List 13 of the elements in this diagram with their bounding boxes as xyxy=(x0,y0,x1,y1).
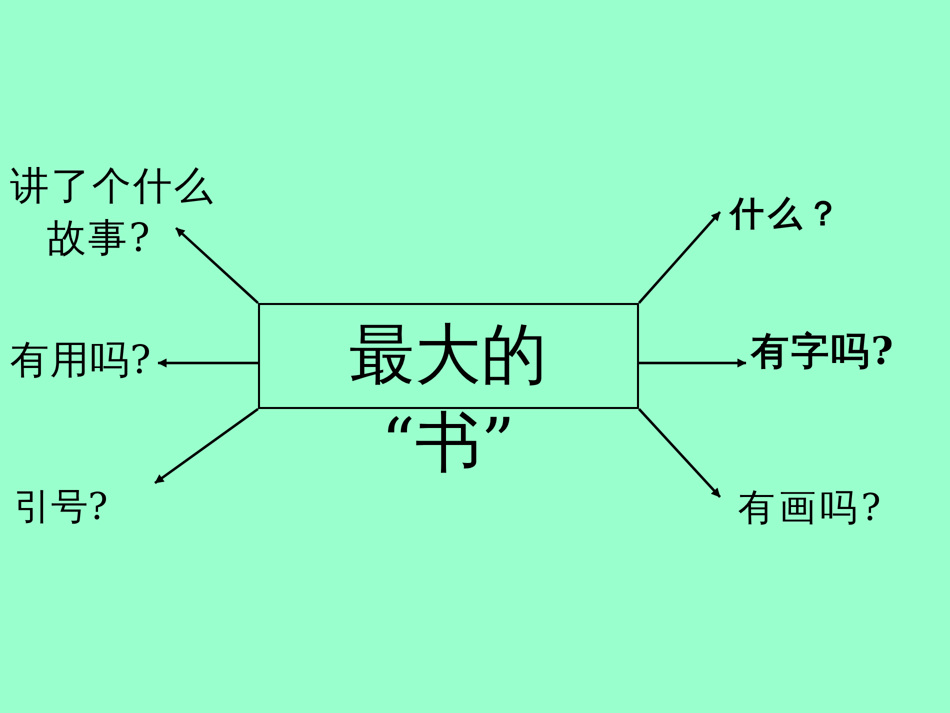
arrow xyxy=(154,408,259,484)
question-text: 有字吗? xyxy=(751,328,896,374)
question-text: 引号? xyxy=(14,484,108,530)
arrow xyxy=(175,227,259,304)
arrow xyxy=(639,358,746,368)
arrow xyxy=(638,211,721,304)
question-text: 有画吗? xyxy=(738,486,885,530)
arrow xyxy=(638,408,721,498)
question-text: 有用吗? xyxy=(10,337,152,385)
question-text: 讲了个什么故事? xyxy=(10,161,227,265)
arrow xyxy=(158,358,258,368)
question-text: 什么？ xyxy=(730,193,844,235)
title-text: 最大的“书” xyxy=(348,315,548,483)
